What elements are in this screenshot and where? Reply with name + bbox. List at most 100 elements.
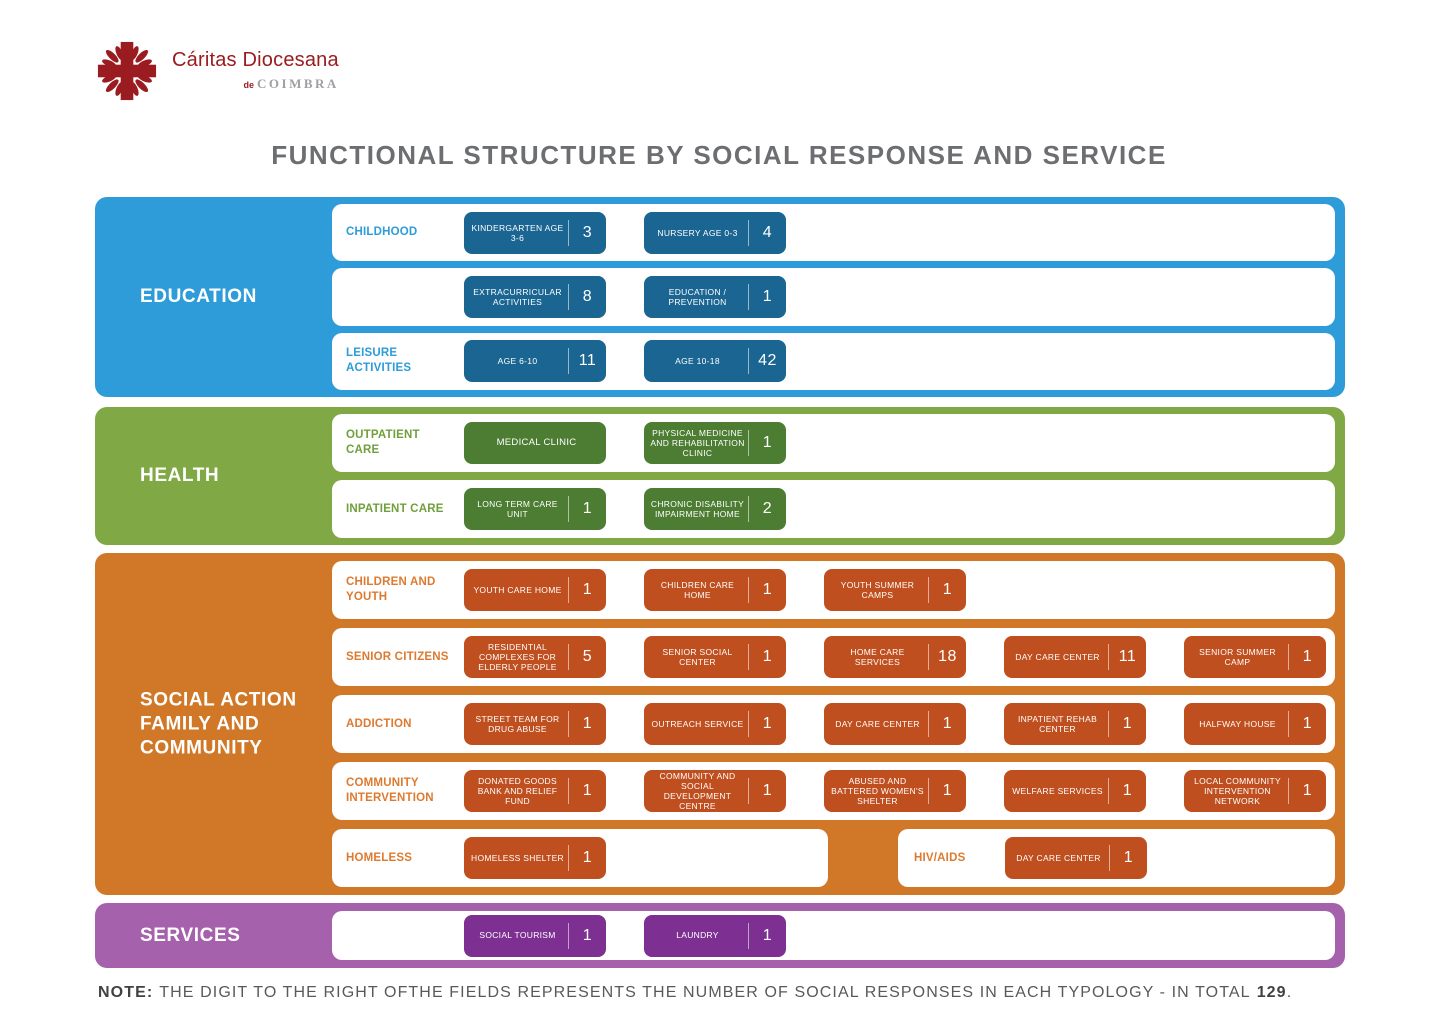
logo-name: Cáritas Diocesana (172, 49, 339, 71)
typology-label: KINDERGARTEN AGE 3-6 (471, 222, 564, 243)
row-community-intervention: COMMUNITY INTERVENTION DONATED GOODS BAN… (332, 762, 1335, 820)
chip-divider (568, 348, 569, 375)
typology-chip: CHRONIC DISABILITY IMPAIRMENT HOME 2 (644, 488, 786, 530)
section-education-label: EDUCATION (140, 286, 257, 308)
typology-count: 1 (582, 782, 593, 799)
typology-chip: LONG TERM CARE UNIT 1 (464, 488, 606, 530)
structure-board: EDUCATION CHILDHOOD KINDERGARTEN AGE 3-6… (95, 197, 1345, 968)
typology-chip: LOCAL COMMUNITY INTERVENTION NETWORK 1 (1184, 770, 1326, 812)
typology-count: 1 (762, 648, 773, 665)
row-label-children-youth: CHILDREN AND YOUTH (346, 576, 436, 603)
chip-divider (748, 577, 749, 603)
typology-count: 1 (1302, 782, 1313, 799)
typology-label: WELFARE SERVICES (1012, 785, 1103, 796)
typology-count: 1 (582, 715, 593, 732)
typology-label: LAUNDRY (676, 930, 719, 941)
typology-chip: RESIDENTIAL COMPLEXES FOR ELDERLY PEOPLE… (464, 636, 606, 678)
chip-divider (748, 283, 749, 310)
typology-chip: NURSERY AGE 0-3 4 (644, 211, 786, 254)
typology-chip: AGE 10-18 42 (644, 340, 786, 383)
typology-count: 2 (762, 500, 773, 517)
chip-divider (1288, 644, 1289, 670)
chip-divider (748, 219, 749, 246)
typology-chip: SOCIAL TOURISM 1 (464, 914, 606, 957)
chip-divider (928, 644, 929, 670)
chip-divider (1288, 711, 1289, 737)
row-outpatient-care: OUTPATIENT CARE MEDICAL CLINIC PHYSICAL … (332, 414, 1335, 472)
typology-count: 1 (942, 581, 953, 598)
footnote-body: THE DIGIT TO THE RIGHT OFTHE FIELDS REPR… (159, 984, 1251, 1001)
typology-label: SENIOR SOCIAL CENTER (662, 646, 733, 667)
typology-chip: EDUCATION / PREVENTION 1 (644, 275, 786, 318)
row-label-childhood: CHILDHOOD (346, 226, 418, 239)
section-services: SERVICES SOCIAL TOURISM 1 LAUNDRY 1 (95, 903, 1345, 968)
chip-divider (568, 845, 569, 871)
section-health: HEALTH OUTPATIENT CARE MEDICAL CLINIC PH… (95, 407, 1345, 545)
typology-label: DAY CARE CENTER (1016, 852, 1101, 863)
chip-divider (568, 283, 569, 310)
chip-divider (928, 577, 929, 603)
typology-label: OUTREACH SERVICE (651, 718, 744, 729)
row-children-and-youth: CHILDREN AND YOUTH YOUTH CARE HOME 1 CHI… (332, 561, 1335, 619)
typology-chip: SENIOR SOCIAL CENTER 1 (644, 636, 786, 678)
typology-label: HALFWAY HOUSE (1199, 718, 1276, 729)
typology-chip: HOME CARE SERVICES 18 (824, 636, 966, 678)
typology-chip: DAY CARE CENTER 11 (1004, 636, 1146, 678)
typology-count: 1 (762, 926, 773, 944)
typology-count: 11 (578, 352, 597, 370)
row-inpatient-care: INPATIENT CARE LONG TERM CARE UNIT 1 CHR… (332, 480, 1335, 538)
typology-label: SOCIAL TOURISM (479, 930, 556, 941)
chip-divider (568, 219, 569, 246)
logo-subtitle-place: COIMBRA (257, 76, 339, 91)
typology-label: EDUCATION / PREVENTION (668, 286, 727, 307)
row-label-leisure: LEISURE ACTIVITIES (346, 347, 412, 375)
typology-label: DAY CARE CENTER (835, 718, 920, 729)
chip-divider (1109, 845, 1110, 871)
row-education-extras: EXTRACURRICULAR ACTIVITIES 8 EDUCATION /… (332, 268, 1335, 326)
typology-count: 1 (942, 782, 953, 799)
typology-label: RESIDENTIAL COMPLEXES FOR ELDERLY PEOPLE (478, 641, 557, 672)
typology-chip: YOUTH CARE HOME 1 (464, 569, 606, 611)
typology-chip: SENIOR SUMMER CAMP 1 (1184, 636, 1326, 678)
typology-chip: ABUSED AND BATTERED WOMEN'S SHELTER 1 (824, 770, 966, 812)
chip-divider (928, 711, 929, 737)
chip-divider (568, 644, 569, 670)
typology-label: INPATIENT REHAB CENTER (1017, 713, 1098, 734)
typology-label: EXTRACURRICULAR ACTIVITIES (473, 286, 562, 307)
chip-divider (1108, 711, 1109, 737)
chip-divider (928, 778, 929, 804)
typology-label: PHYSICAL MEDICINE AND REHABILITATION CLI… (650, 427, 745, 458)
typology-count: 1 (582, 500, 593, 517)
typology-chip: PHYSICAL MEDICINE AND REHABILITATION CLI… (644, 422, 786, 464)
typology-label: AGE 6-10 (497, 356, 538, 367)
typology-chip: OUTREACH SERVICE 1 (644, 703, 786, 745)
chip-divider (748, 496, 749, 522)
typology-count: 4 (762, 223, 773, 241)
typology-count: 1 (1122, 715, 1133, 732)
section-social-action: SOCIAL ACTION FAMILY AND COMMUNITY CHILD… (95, 553, 1345, 895)
typology-count: 1 (762, 581, 773, 598)
chip-divider (748, 430, 749, 456)
typology-label: CHRONIC DISABILITY IMPAIRMENT HOME (650, 498, 745, 519)
typology-label: YOUTH SUMMER CAMPS (840, 579, 915, 600)
typology-label: LONG TERM CARE UNIT (477, 498, 558, 519)
typology-label: ABUSED AND BATTERED WOMEN'S SHELTER (831, 775, 924, 806)
row-leisure-activities: LEISURE ACTIVITIES AGE 6-10 11 AGE 10-18… (332, 332, 1335, 390)
typology-chip: DONATED GOODS BANK AND RELIEF FUND 1 (464, 770, 606, 812)
chip-divider (748, 778, 749, 804)
footnote-suffix: . (1286, 984, 1293, 1001)
section-services-label: SERVICES (140, 924, 241, 946)
typology-label: STREET TEAM FOR DRUG ABUSE (475, 713, 560, 734)
typology-label: COMMUNITY AND SOCIAL DEVELOPMENT CENTRE (659, 770, 736, 812)
typology-label: CHILDREN CARE HOME (660, 579, 735, 600)
typology-count: 1 (1302, 715, 1313, 732)
logo-subtitle-de: de (243, 80, 255, 90)
typology-chip: STREET TEAM FOR DRUG ABUSE 1 (464, 703, 606, 745)
typology-chip: YOUTH SUMMER CAMPS 1 (824, 569, 966, 611)
section-social-label: SOCIAL ACTION FAMILY AND COMMUNITY (140, 689, 297, 758)
caritas-cross-icon (97, 41, 157, 101)
row-homeless: HOMELESS HOMELESS SHELTER 1 (332, 829, 828, 887)
typology-count: 1 (582, 581, 593, 598)
